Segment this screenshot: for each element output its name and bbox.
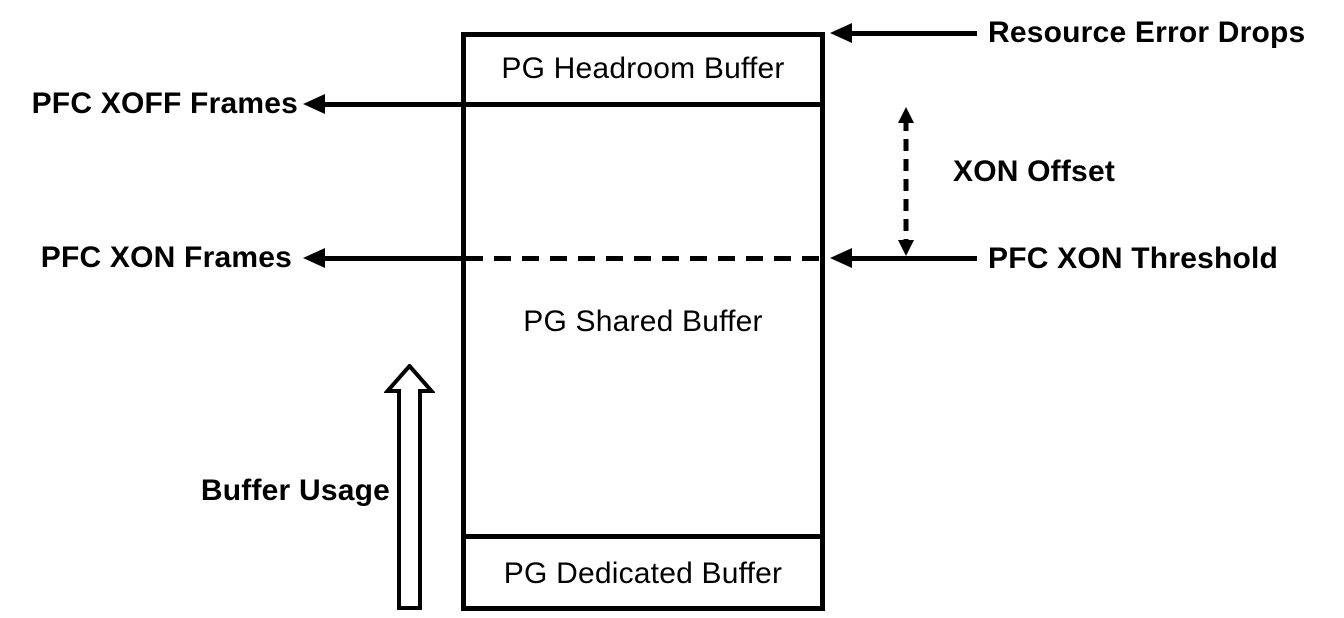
pfc-xon-threshold-arrowhead-icon [830, 248, 852, 268]
pfc-xoff-arrow-line [320, 102, 461, 107]
xon-offset-label: XON Offset [953, 154, 1116, 188]
pfc-xon-threshold-line [466, 256, 820, 261]
buffer-usage-label: Buffer Usage [200, 473, 390, 507]
xon-offset-span-arrow-icon [898, 107, 914, 256]
pfc-xon-arrow-line [320, 256, 461, 261]
pfc-xon-arrowhead-icon [303, 248, 325, 268]
pg-shared-buffer-label: PG Shared Buffer [523, 304, 763, 338]
buffer-usage-arrow-icon [384, 364, 435, 610]
shared-dedicated-divider [466, 534, 820, 539]
resource-error-drops-arrowhead-icon [830, 23, 852, 43]
pfc-xon-frames-label: PFC XON Frames [40, 240, 292, 274]
pfc-xon-threshold-arrow-line [849, 256, 977, 261]
resource-error-drops-label: Resource Error Drops [988, 15, 1306, 49]
pg-buffer-box [461, 32, 825, 611]
pfc-xon-threshold-label: PFC XON Threshold [988, 241, 1279, 275]
resource-error-drops-arrow-line [849, 31, 977, 36]
pfc-xoff-frames-label: PFC XOFF Frames [31, 86, 298, 120]
pg-dedicated-buffer-label: PG Dedicated Buffer [503, 556, 783, 590]
headroom-shared-divider [466, 102, 820, 107]
pg-headroom-buffer-label: PG Headroom Buffer [501, 51, 785, 85]
pfc-xoff-arrowhead-icon [303, 94, 325, 114]
